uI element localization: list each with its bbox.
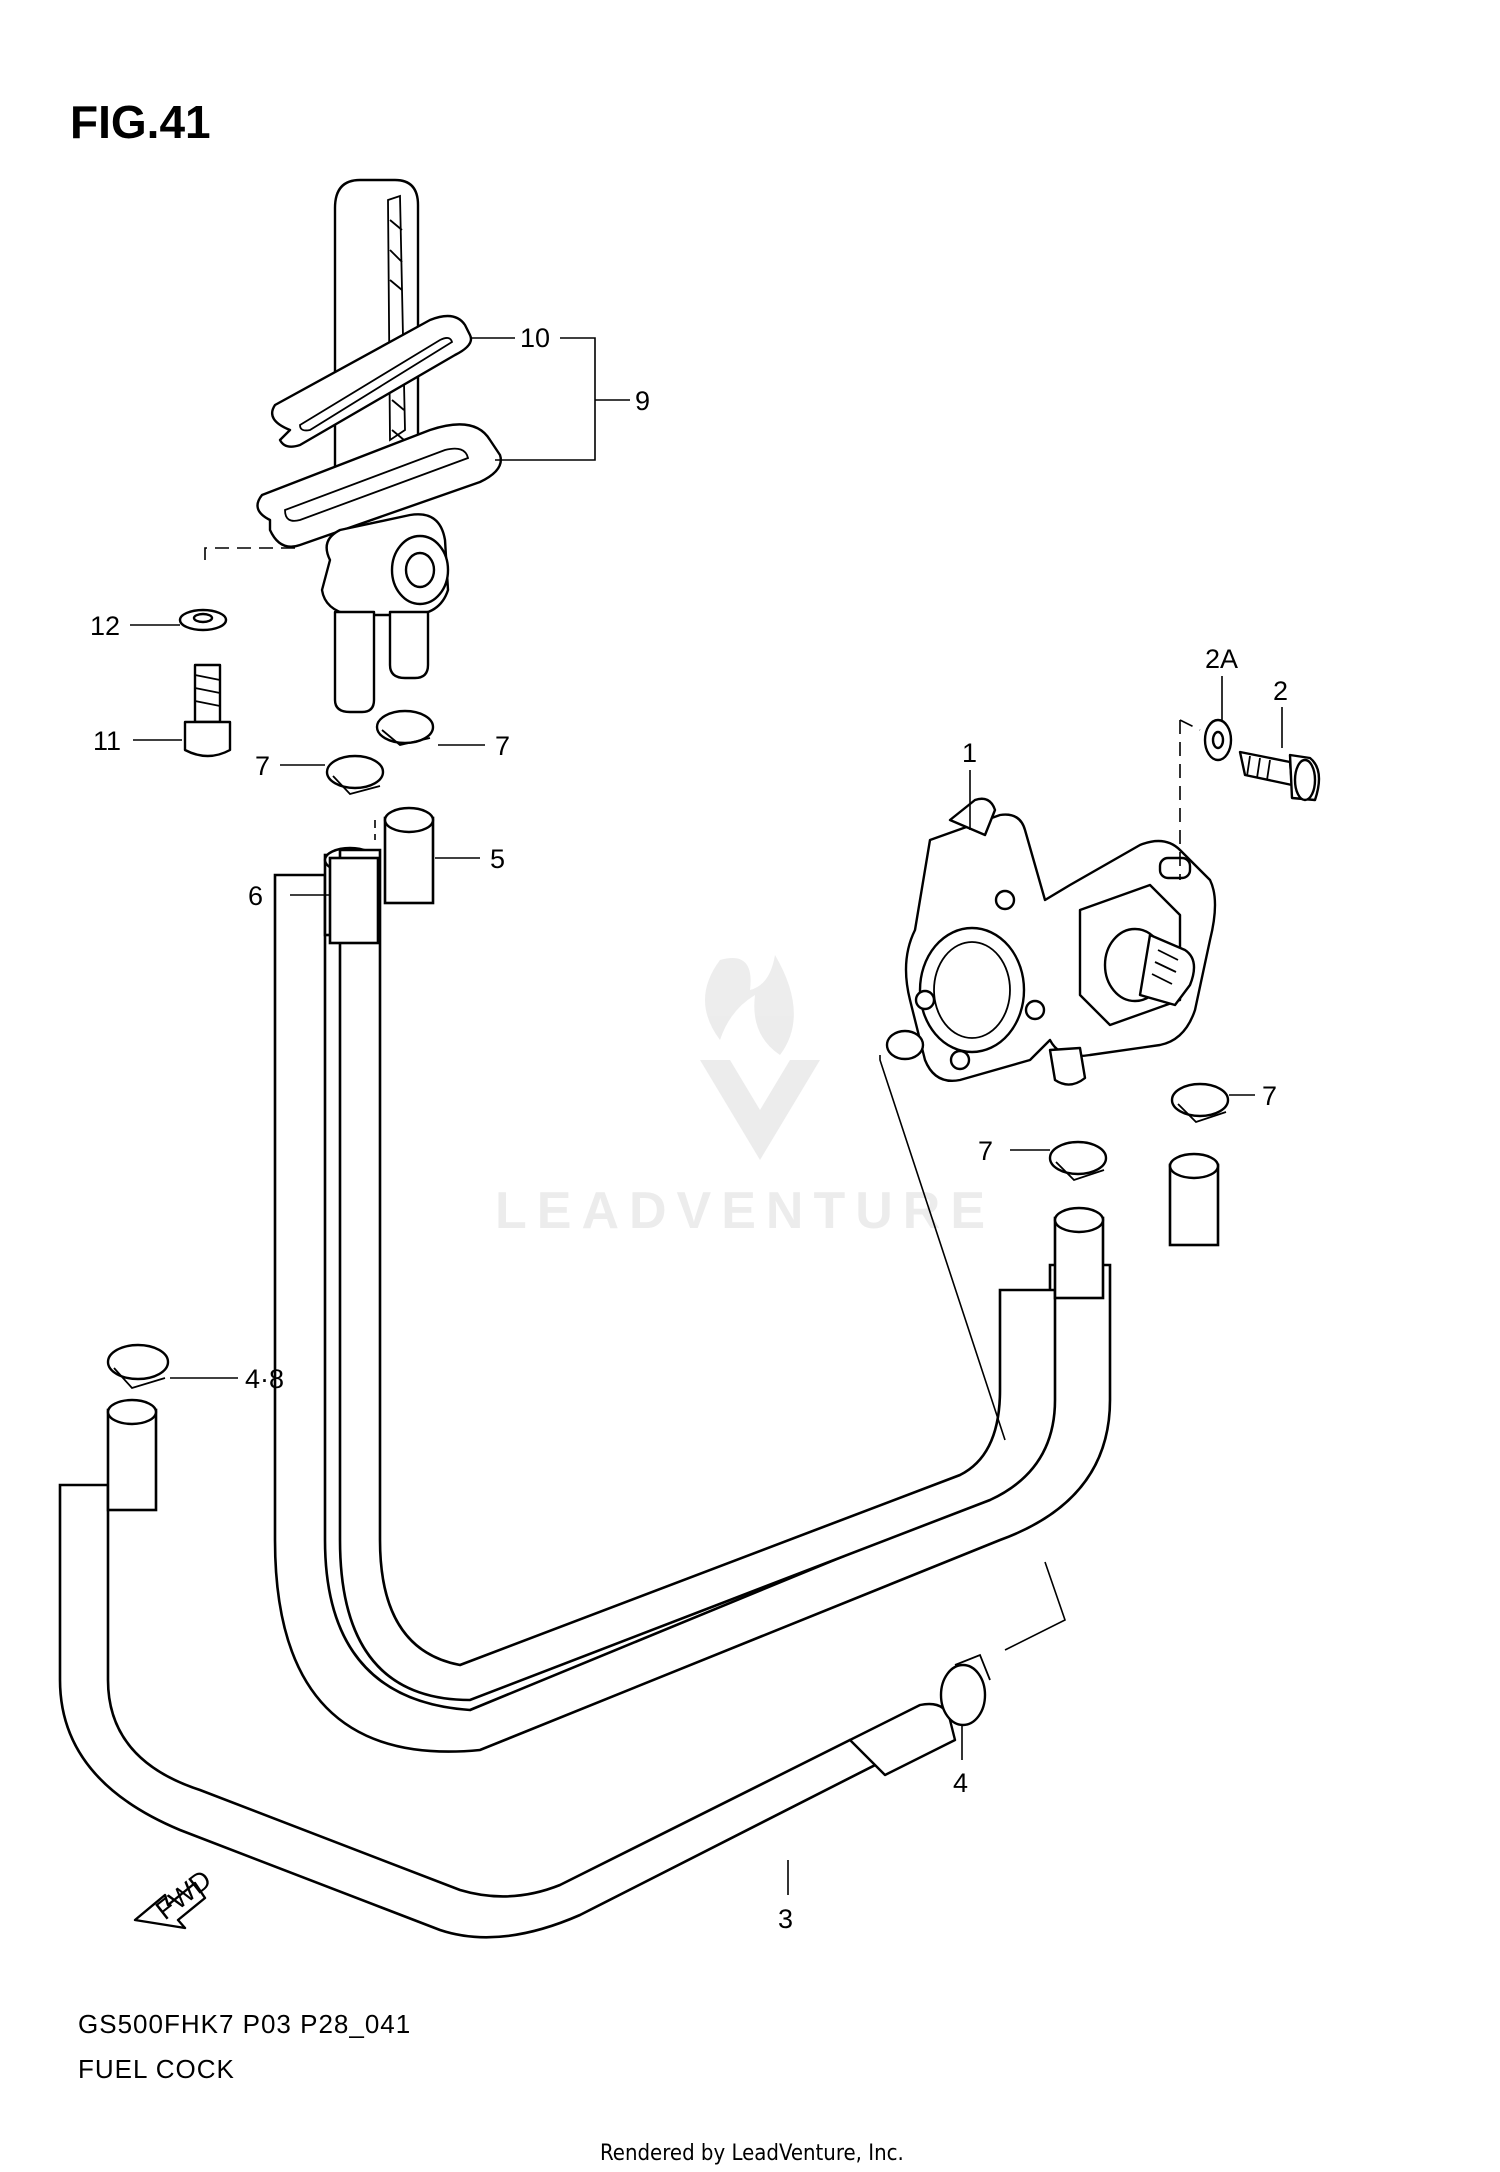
- fuel-cock-1: [885, 797, 1217, 1086]
- hose-clamp-7-a: [375, 709, 435, 746]
- fuel-hose-3: [58, 1398, 957, 1939]
- watermark: LEADVENTURE: [495, 955, 995, 1240]
- hose-5-end: [383, 806, 435, 905]
- callout-7-b: 7: [255, 751, 270, 781]
- hose-clamp-7-c: [1048, 1140, 1108, 1182]
- fuel-hose-5: [338, 848, 1057, 1702]
- hose-6-end: [328, 856, 380, 945]
- callout-10: 10: [520, 323, 550, 353]
- callout-12: 12: [90, 611, 120, 641]
- figure-title: FIG.41: [70, 96, 211, 148]
- pump-hose-end-a: [1053, 1206, 1105, 1300]
- callout-7-d: 7: [978, 1136, 993, 1166]
- rendered-by: Rendered by LeadVenture, Inc.: [600, 2141, 904, 2166]
- callout-11: 11: [93, 726, 121, 756]
- callout-7-a: 7: [495, 731, 510, 761]
- hose-clamp-7-b: [325, 754, 385, 796]
- hose-clamp-7-d: [1170, 1082, 1230, 1124]
- callout-4: 4: [953, 1768, 968, 1798]
- screw-11: [183, 663, 232, 758]
- washer-2A: [1203, 718, 1233, 762]
- figure-caption: FUEL COCK: [78, 2054, 235, 2084]
- callout-9: 9: [635, 386, 650, 416]
- callout-7-c: 7: [1262, 1081, 1277, 1111]
- callout-5: 5: [490, 844, 505, 874]
- fuel-strainer-assembly: [204, 178, 502, 714]
- washer-12: [178, 608, 228, 632]
- callout-6: 6: [248, 881, 263, 911]
- model-code: GS500FHK7 P03 P28_041: [78, 2009, 411, 2039]
- callout-2A: 2A: [1205, 644, 1238, 674]
- leader-lines: [130, 337, 1283, 1895]
- hose-clamp-4-8: [106, 1343, 170, 1390]
- callout-3: 3: [778, 1904, 793, 1934]
- callout-2: 2: [1273, 676, 1288, 706]
- watermark-text: LEADVENTURE: [495, 1182, 995, 1240]
- callout-4-8: 4·8: [245, 1364, 284, 1394]
- pump-hose-end-b: [1168, 1152, 1220, 1247]
- hose-clamp-4: [939, 1653, 991, 1727]
- fwd-arrow-icon: FWD: [133, 1864, 217, 1930]
- screw-2: [1238, 750, 1321, 802]
- callout-1: 1: [962, 738, 977, 768]
